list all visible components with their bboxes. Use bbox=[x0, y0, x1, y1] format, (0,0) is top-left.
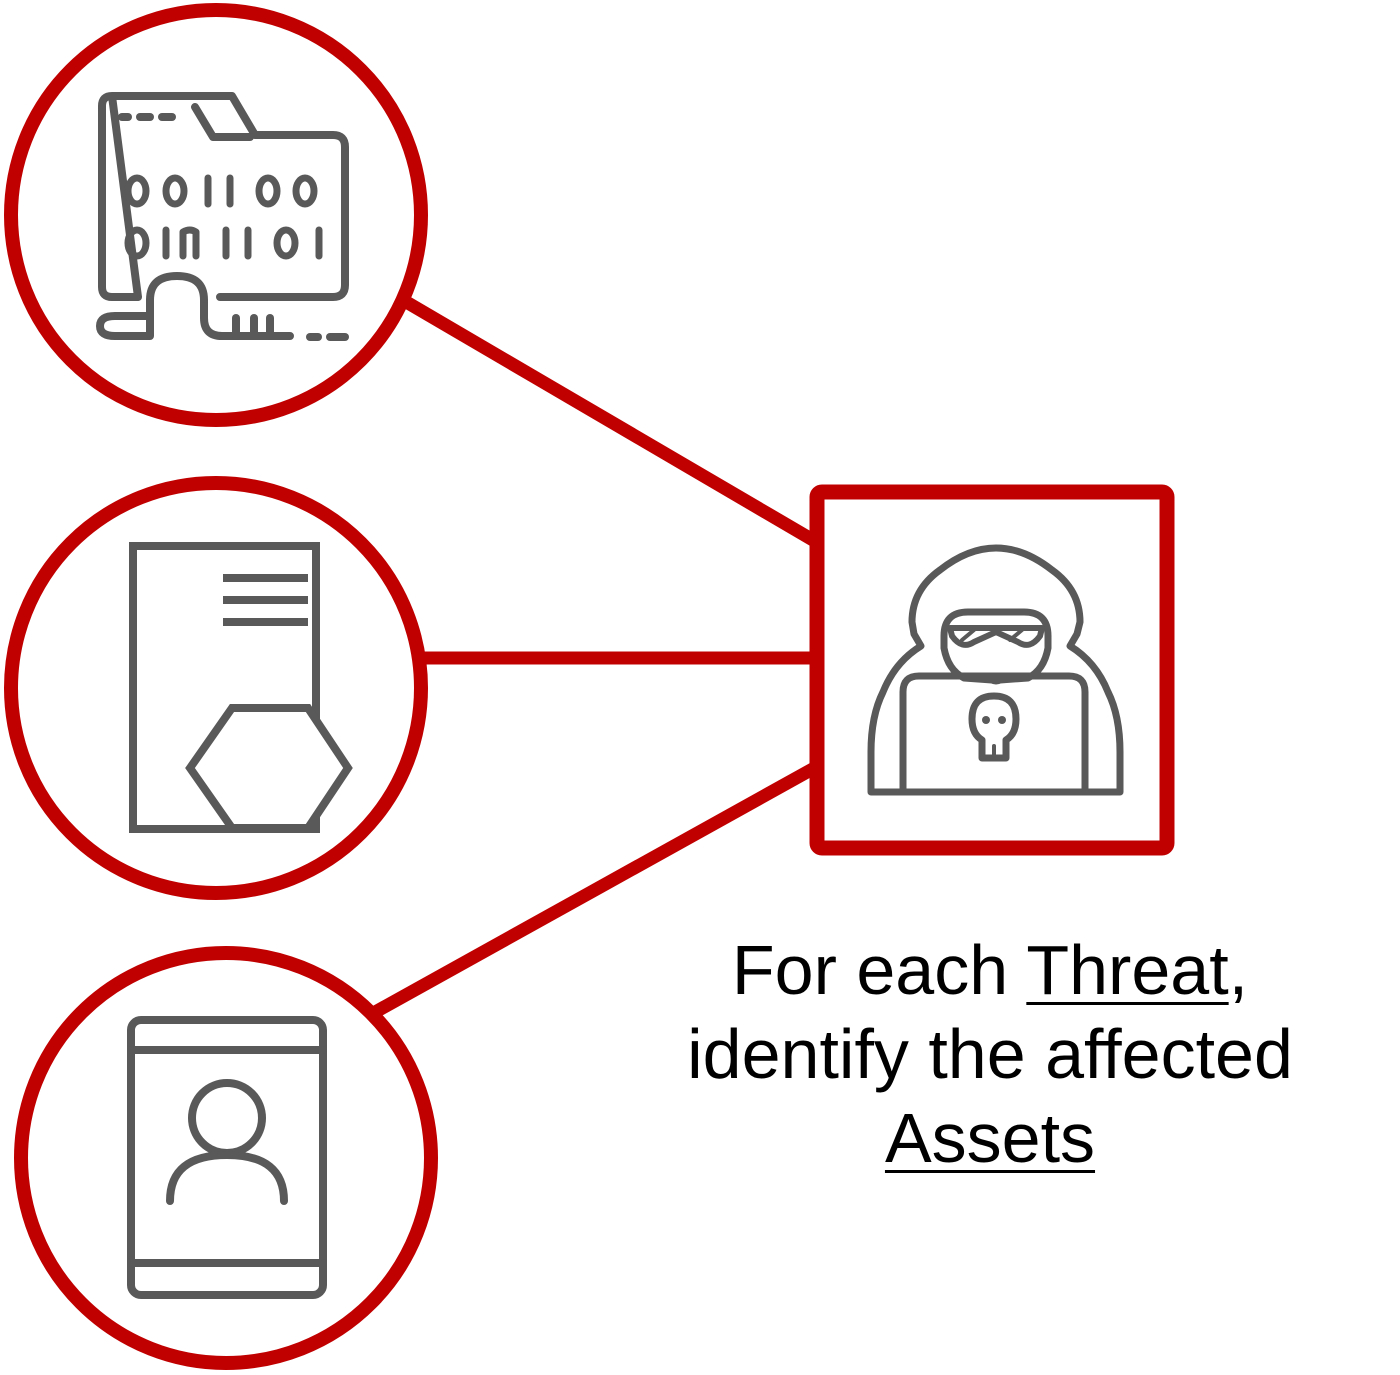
asset-node-user bbox=[14, 946, 438, 1370]
caption-line-3: Assets bbox=[590, 1096, 1390, 1180]
caption-assets-word: Assets bbox=[884, 1099, 1096, 1177]
caption-line-2: identify the affected bbox=[687, 1015, 1293, 1093]
asset-node-document bbox=[4, 476, 428, 900]
connectors bbox=[364, 297, 822, 1022]
threat-node bbox=[809, 484, 1175, 856]
caption-threat-word: Threat bbox=[1026, 931, 1229, 1009]
asset-circle-data bbox=[4, 3, 428, 427]
connector-user-asset bbox=[364, 760, 822, 1022]
connector-data-asset bbox=[404, 297, 822, 549]
document-hexagon-icon bbox=[129, 542, 353, 833]
caption-text-lead: For each bbox=[731, 931, 1027, 1009]
caption-comma: , bbox=[1228, 931, 1249, 1009]
caption-line-1: For each Threat, bbox=[590, 928, 1390, 1012]
binary-data-folder-icon bbox=[96, 92, 349, 341]
asset-node-data bbox=[4, 3, 428, 427]
hacker-icon bbox=[867, 544, 1124, 796]
user-profile-tablet-icon bbox=[127, 1016, 327, 1299]
caption: For each Threat, identify the affected A… bbox=[590, 928, 1390, 1180]
